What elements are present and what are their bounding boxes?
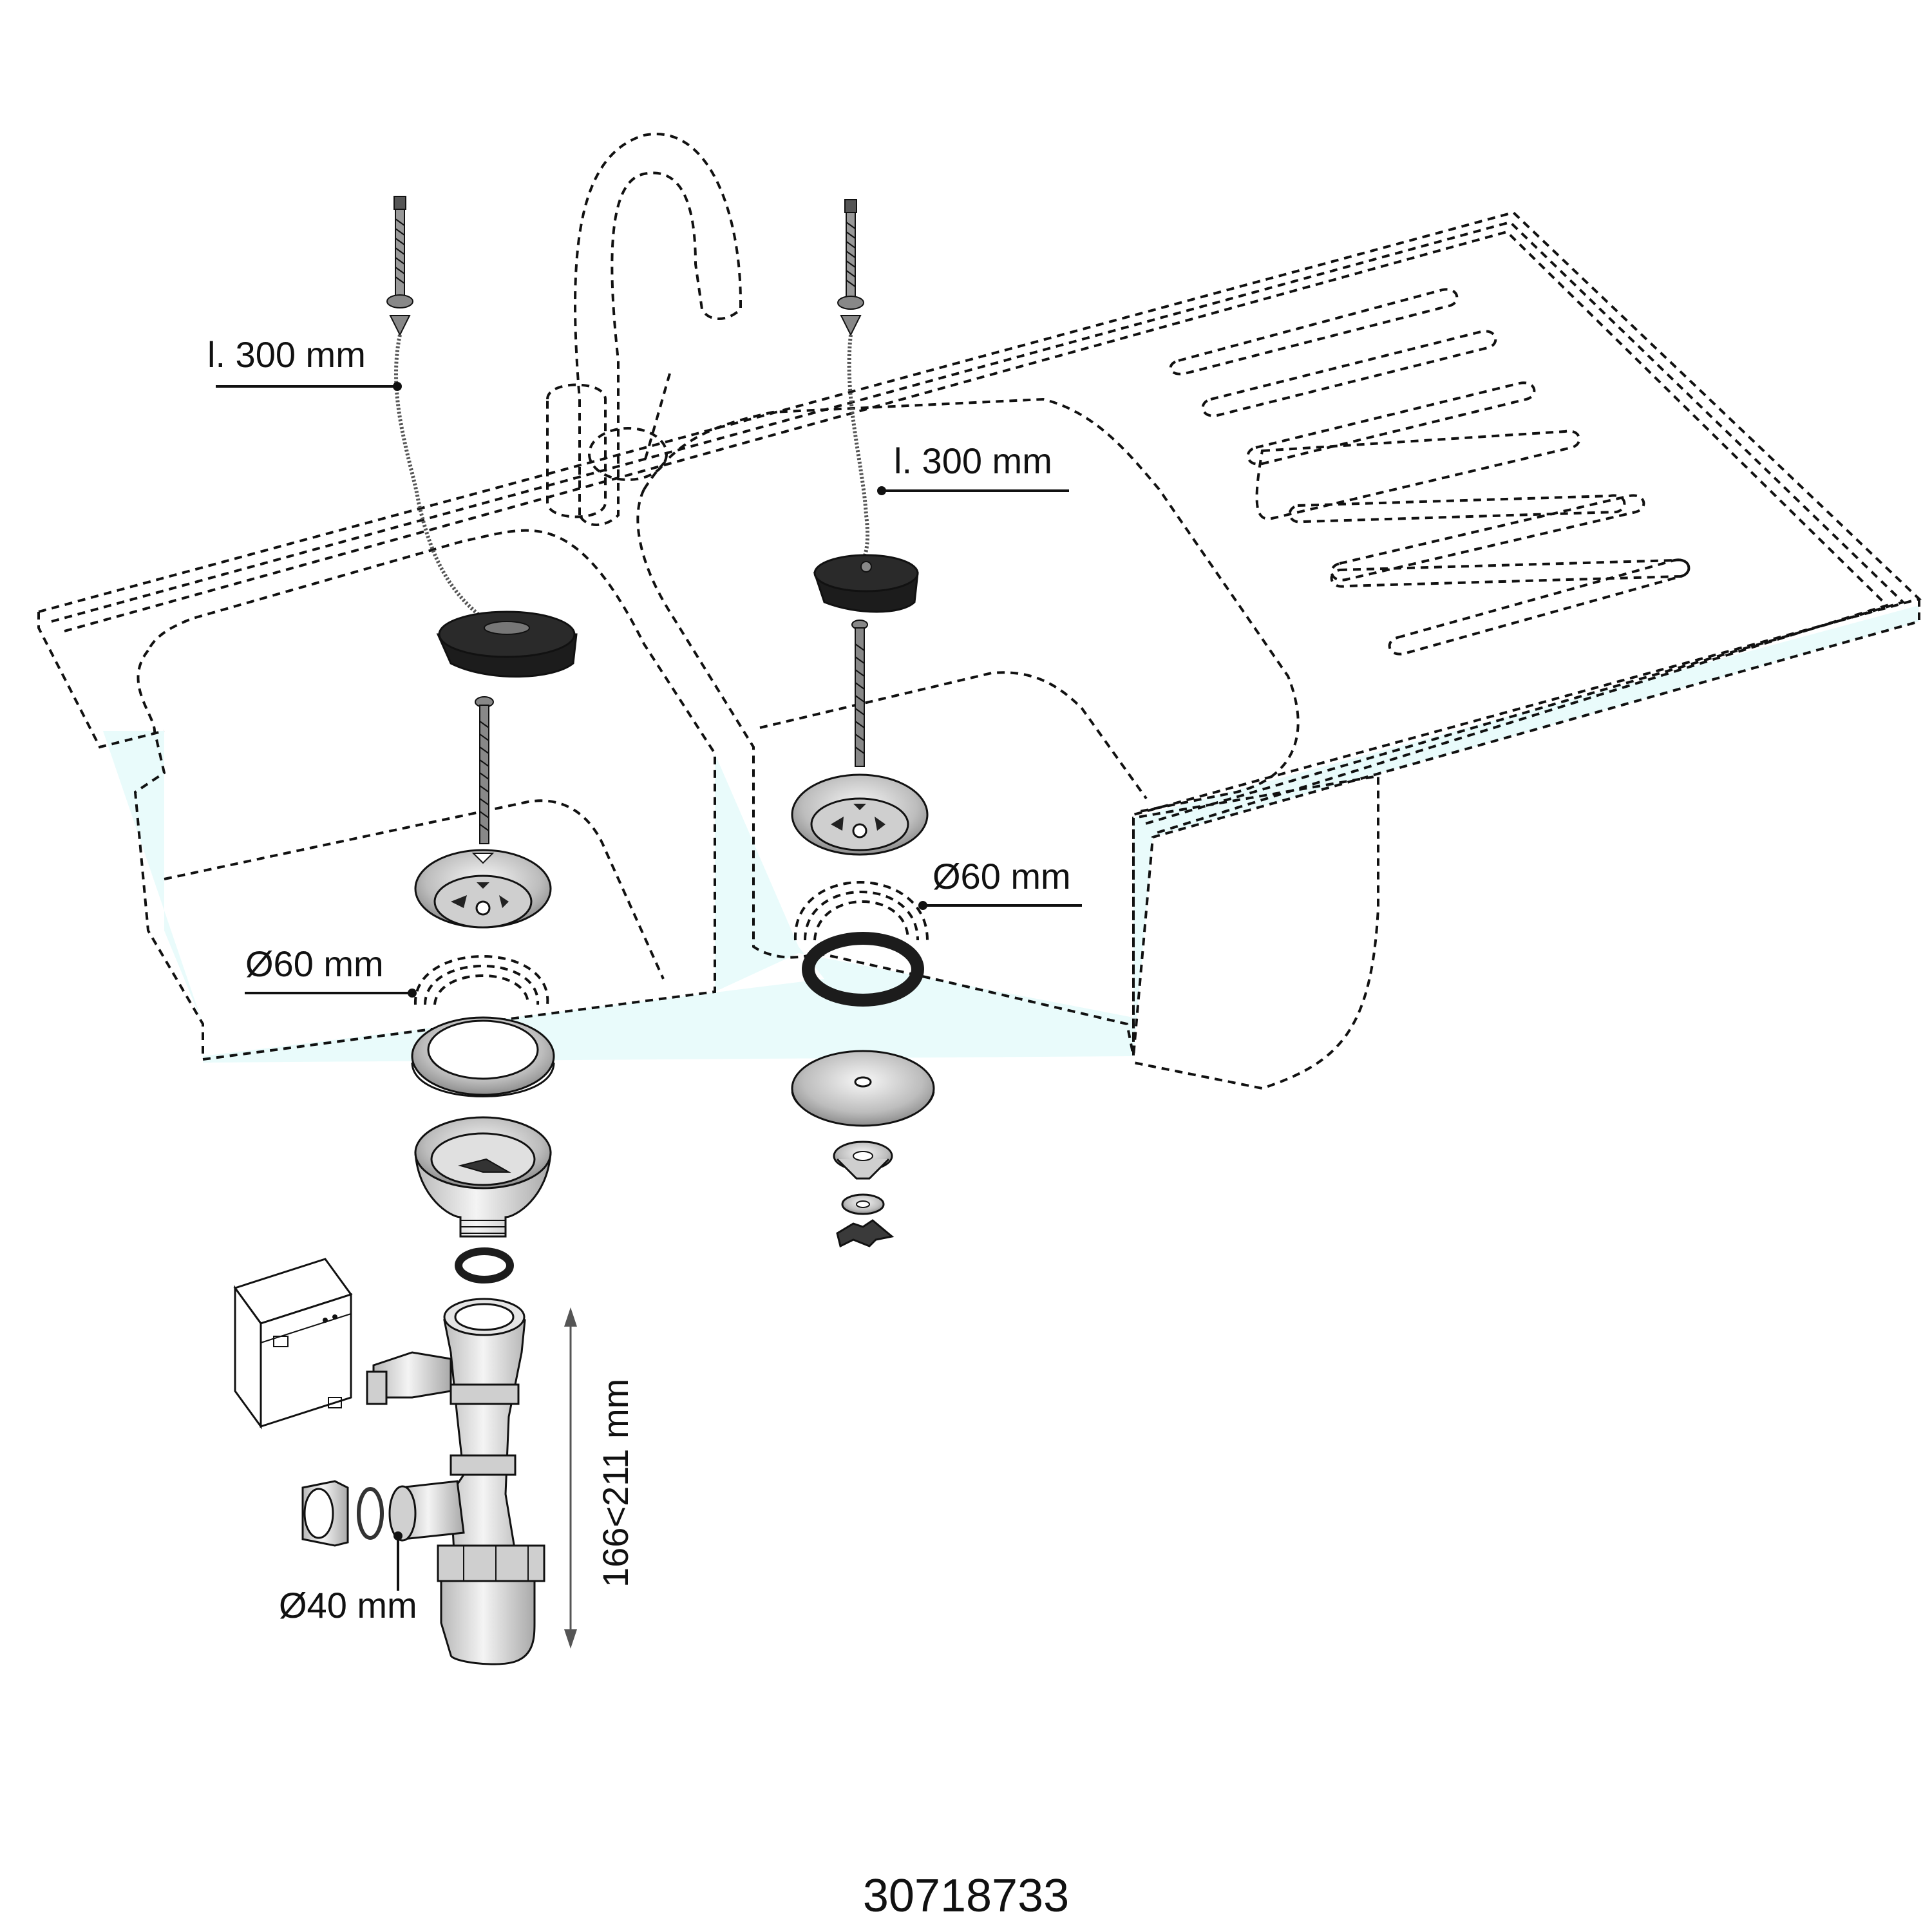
left-washer <box>455 1247 514 1283</box>
left-hole-dashed <box>413 955 549 1005</box>
left-strainer-top <box>414 849 552 929</box>
sink-outline <box>37 133 1922 1090</box>
left-strainer-body <box>414 1116 552 1238</box>
right-plug <box>813 554 919 613</box>
left-waste-assembly <box>233 196 578 1665</box>
right-flat-washer <box>841 1193 885 1215</box>
right-cone-washer <box>833 1141 893 1180</box>
product-code: 30718733 <box>863 1870 1069 1922</box>
right-hole-dashed <box>793 881 929 941</box>
right-chain <box>847 334 870 562</box>
right-wing-nut <box>836 1219 895 1248</box>
hole-diameter-label-left: Ø60 mm <box>245 943 384 984</box>
right-rubber-ring <box>802 932 924 1007</box>
bottle-trap <box>437 1298 545 1665</box>
right-chain-bolt <box>837 199 864 337</box>
chain-length-label-left: l. 300 mm <box>207 334 366 375</box>
left-chain-bolt <box>386 196 413 337</box>
right-strainer-top <box>791 773 929 856</box>
hole-diameter-label-right: Ø60 mm <box>933 856 1071 896</box>
trap-side-outlet <box>301 1480 465 1547</box>
left-plug <box>436 611 578 678</box>
annotations <box>216 382 1082 1649</box>
washing-machine-inlet <box>366 1351 452 1405</box>
drainer-ribs <box>1169 288 1690 656</box>
right-screw <box>851 620 868 767</box>
sink-cut-section-right <box>1133 605 1919 1056</box>
right-waste-assembly <box>791 199 935 1248</box>
sink-cut-section-left <box>103 731 1133 1063</box>
left-flange <box>411 1016 555 1097</box>
right-backing-plate <box>791 1050 935 1127</box>
trap-height-label: 166<211 mm <box>595 1379 636 1587</box>
washing-machine-icon <box>233 1258 353 1430</box>
faucet-outline <box>546 133 742 526</box>
left-chain <box>394 334 484 620</box>
left-screw <box>475 696 494 844</box>
chain-length-label-right: l. 300 mm <box>894 440 1052 481</box>
outlet-diameter-label: Ø40 mm <box>279 1585 417 1625</box>
